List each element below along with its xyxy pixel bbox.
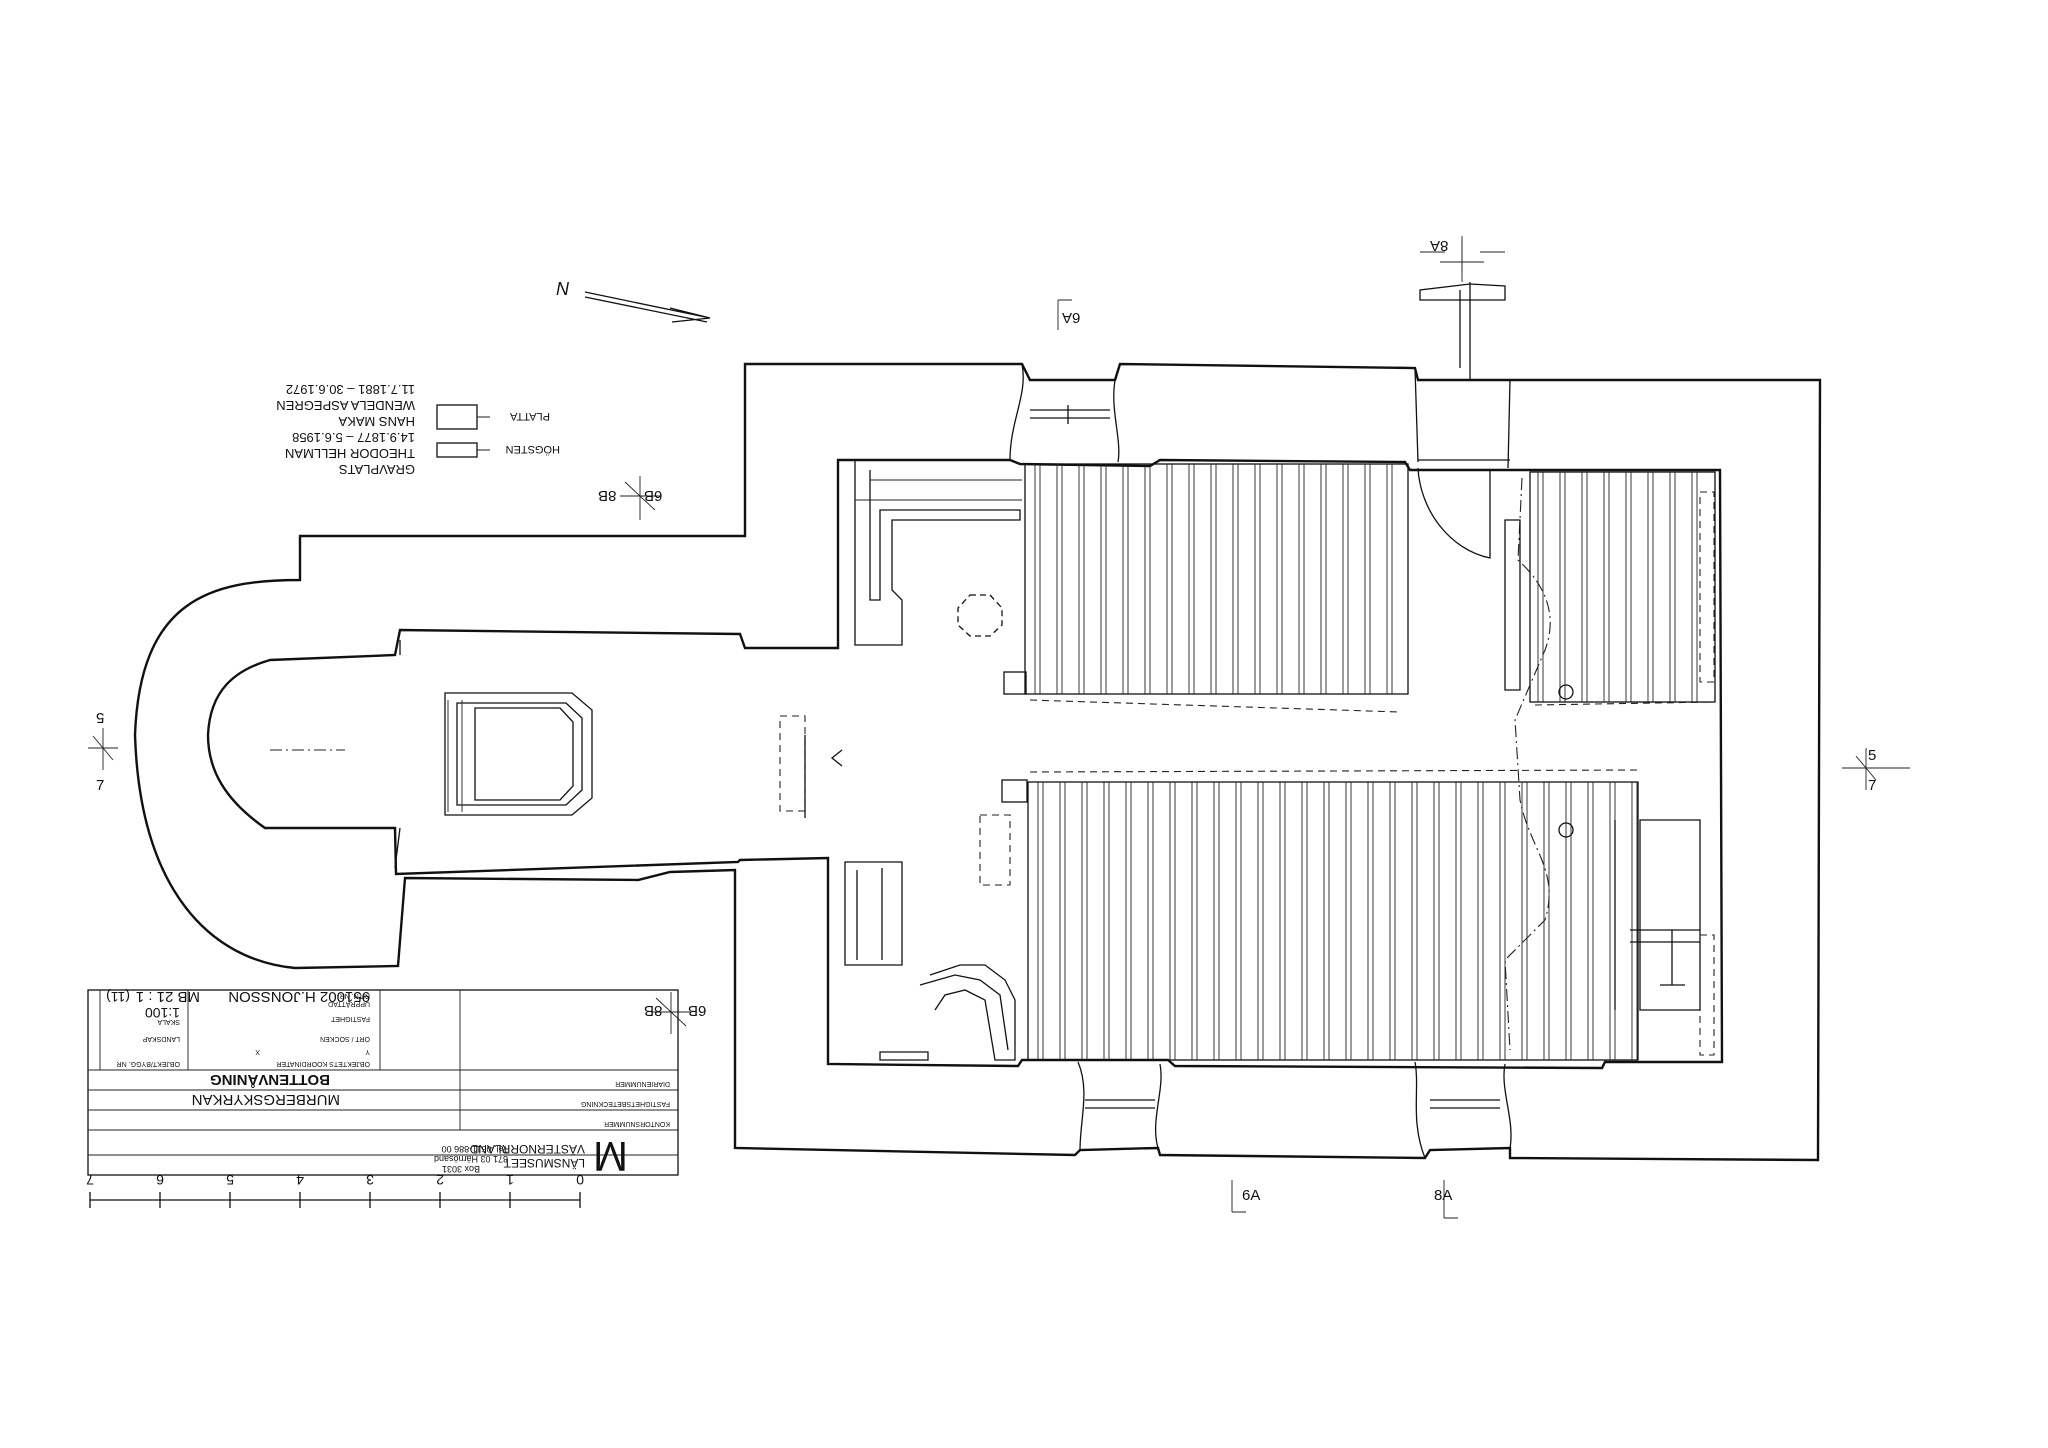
organ-detail [1630,929,1700,986]
north-arrow: N [556,279,711,323]
scale-label: 6 [156,1172,164,1188]
svg-text:8A: 8A [1430,237,1448,254]
heating-duct-line [1504,477,1551,1051]
section-marker-5-7-right: 5 7 [1842,747,1910,794]
grave-note: GRAVPLATS THEODOR HELLMAN 14.9.1877 – 5.… [276,382,560,477]
pews-north-block [1024,463,1409,695]
section-marker-8a-top: 8A [1420,236,1505,272]
label-koordinat: OBJEKTETS KOORDINATER [276,1060,370,1067]
side-bench-east [1504,519,1701,1011]
section-marker-5-7-left: 5 7 [88,709,118,794]
scale-label: 1 [506,1172,514,1188]
pews-north-east-block [1529,471,1716,703]
label-ort: ORT / SOCKEN [320,1035,370,1042]
nave-inner-outline [206,458,1724,1070]
label-kontor: KONTORSNUMMER [604,1120,670,1127]
title-block-museum-name: LÄNSMUSEET [503,1156,585,1170]
title-block-sheet-number: (11) [106,989,130,1005]
stove-pipe-lower [1558,822,1574,838]
title-block-museum-region: VÄSTERNORRLAND [469,1142,585,1156]
scale-label: 4 [296,1172,304,1188]
svg-text:7: 7 [1868,777,1876,794]
east-wall-shelf-lower [1699,934,1715,1056]
scale-label: 0 [576,1172,584,1188]
svg-text:N: N [556,279,570,299]
title-block-museum-address-1: Box 3031 [442,1164,480,1174]
label-landskap: LANDSKAP [142,1035,180,1042]
section-marker-6a-bottom: 6A [1231,1180,1260,1213]
svg-text:8B: 8B [644,1002,662,1019]
east-wall-shelf [1699,491,1715,683]
apse-inner-curve [394,640,401,869]
pulpit [854,460,1027,695]
grave-note-line-3: HANS MAKA [338,414,415,429]
scale-label: 7 [86,1172,94,1188]
svg-text:6B: 6B [688,1002,706,1019]
grave-note-line-4: WENDELA ASPEGREN [276,398,415,413]
label-fastighet: FASTIGHET [330,1015,370,1022]
label-objekt: OBJEKT/BYGG. NR [117,1060,180,1067]
title-block-building: MURBERGSKYRKAN [192,1091,340,1108]
scale-label: 2 [436,1172,444,1188]
pew-dashed-front-edge [1029,699,1716,773]
label-upprattad: UPPRÄTTAD [328,1000,370,1008]
section-marker-6a-top: 6A [1057,299,1080,330]
label-fastighet-nr: FASTIGHETSBETECKNING [581,1100,670,1107]
vestibule-stair [844,779,1028,1061]
grave-note-line-2: 14.9.1877 – 5.6.1958 [292,430,415,445]
window-opening-bottom-right [1414,1061,1512,1159]
svg-text:6A: 6A [1242,1187,1260,1204]
pews-south-block [1027,781,1639,1061]
altar [779,715,843,818]
title-block-drawing: BOTTENVÅNING [210,1071,330,1088]
svg-text:8A: 8A [1434,1187,1452,1204]
altar-rail [270,692,593,816]
svg-text:8B: 8B [598,487,616,504]
stove-pipe-upper [1558,684,1574,700]
scale-label: 5 [226,1172,234,1188]
section-marker-8b-6b-bottom: 8B 6B [644,992,706,1034]
outer-wall-outline [133,362,1822,1162]
grave-note-heading: GRAVPLATS [339,462,415,477]
grave-note-line-5: 11.7.1881 – 30.6.1972 [286,382,415,397]
title-block-drawing-number: MB 21 : 1 [136,988,200,1005]
title-block-scale: 1:100 [145,1005,180,1021]
svg-text:5: 5 [96,709,104,726]
door-opening-top-right [1414,282,1511,469]
legend-hogsten: HÖGSTEN [506,443,560,455]
door-swing-arc [1417,467,1491,559]
scale-bar: 0 1 2 3 4 5 6 7 [86,1172,584,1208]
svg-text:6B: 6B [644,487,662,504]
label-skala: SKALA [157,1018,180,1025]
svg-text:6A: 6A [1062,309,1080,326]
svg-text:7: 7 [96,777,104,794]
title-block-museum-mark: M [593,1133,628,1180]
window-opening-bottom-left [1077,1061,1162,1151]
title-block-drawn-by: 951002 H.JONSSON [228,988,370,1005]
title-block-museum-phone: Tel. 0611-886 00 [442,1144,508,1154]
scale-label: 3 [366,1172,374,1188]
grave-note-line-1: THEODOR HELLMAN [285,446,415,461]
label-x: X [255,1048,260,1055]
window-opening-top-left [1009,363,1120,463]
svg-text:5: 5 [1868,747,1876,764]
section-marker-8b-6b-top: 8B 6B [598,476,662,520]
label-y: Y [365,1048,370,1055]
title-block-museum-address-2: 871 03 Härnösand [434,1154,508,1164]
label-ritn: RITN. NR [340,992,370,999]
legend-platta: PLATTA [509,410,550,422]
section-marker-8a-bottom: 8A [1434,1180,1458,1219]
label-diarie: DIARIENUMMER [615,1080,670,1087]
title-block: M LÄNSMUSEET VÄSTERNORRLAND Box 3031 871… [87,988,679,1180]
